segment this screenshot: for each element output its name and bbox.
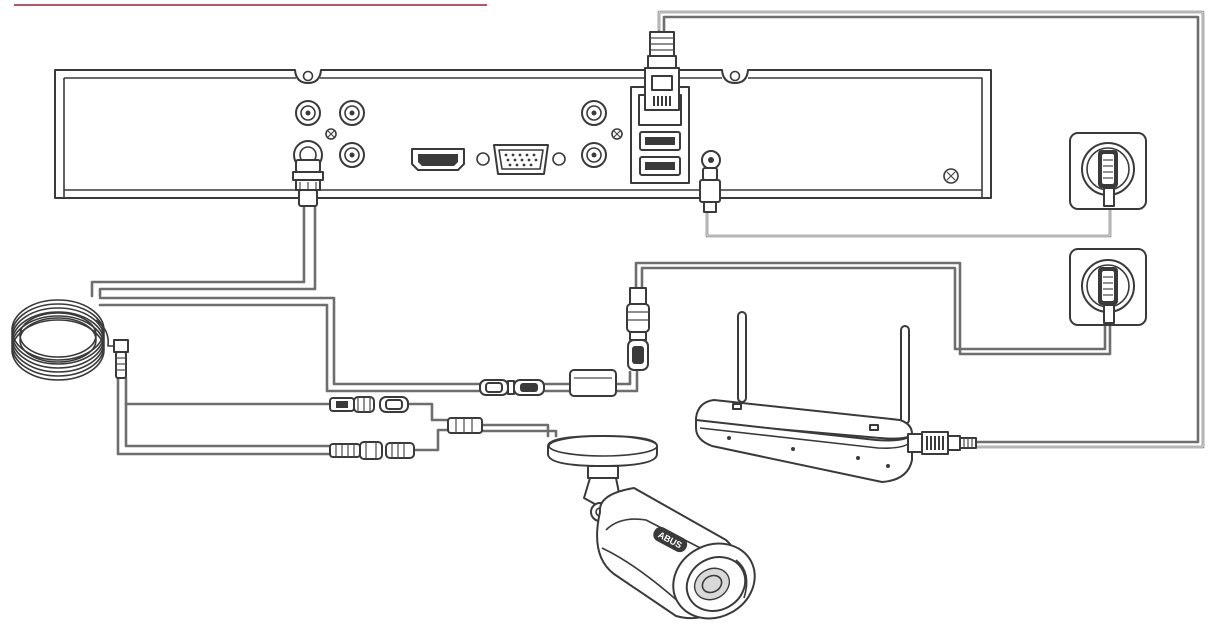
rj45-plug-icon: [907, 431, 977, 455]
power-jack-icon: [699, 150, 721, 213]
power-adapter-icon: [569, 369, 617, 397]
coax-cable-camera: [116, 376, 558, 456]
adapter-cable: [98, 296, 639, 393]
cable-coil-icon: [11, 299, 129, 381]
bnc-connector-icon: [292, 140, 324, 207]
power-plug-icon: [1098, 267, 1118, 324]
hdmi-port-icon: [411, 148, 465, 171]
rj45-plug-icon: [644, 31, 680, 111]
bullet-camera-icon: ABUS: [547, 435, 756, 620]
recorder-power-cable: [705, 204, 1112, 238]
rca-jack-icon: [295, 100, 365, 168]
rca-jack-icon: [581, 100, 623, 168]
power-jack-icon: [626, 287, 650, 371]
wifi-router-icon: [695, 311, 913, 483]
camera-power-cable: [634, 261, 1112, 356]
network-cable: [657, 10, 1205, 449]
coax-cable-recorder: [90, 203, 317, 298]
adapter-connector: [479, 379, 545, 396]
power-plug-icon: [1098, 150, 1118, 207]
bnc-connector-icon: [329, 396, 483, 460]
vga-port-icon: [476, 144, 566, 175]
recorder-rear-panel: [54, 69, 992, 213]
cables: [90, 10, 1205, 456]
